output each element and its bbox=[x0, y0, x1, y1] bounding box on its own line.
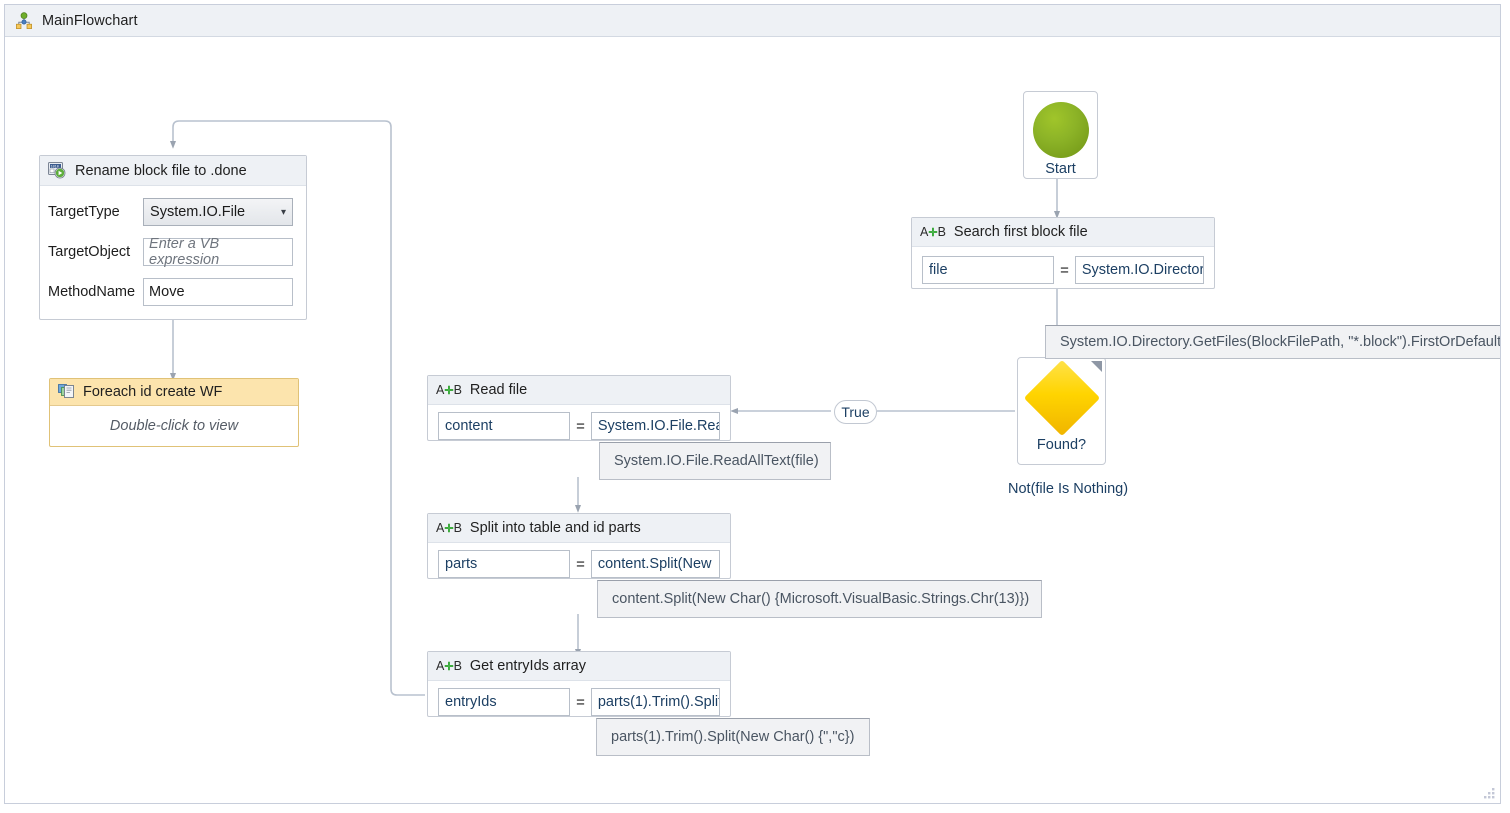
invoke-method-rename-block[interactable]: 1010 Rename block file to .done TargetTy… bbox=[39, 155, 307, 320]
assign-value-field[interactable]: System.IO.Director bbox=[1074, 256, 1204, 284]
node-title: Read file bbox=[469, 382, 528, 398]
assign-search-first-block-file[interactable]: A✛B Search first block file file = Syste… bbox=[911, 217, 1215, 289]
expression-tooltip-search: System.IO.Directory.GetFiles(BlockFilePa… bbox=[1045, 325, 1500, 359]
invoke-method-icon: 1010 bbox=[48, 162, 67, 179]
start-node[interactable]: Start bbox=[1023, 91, 1098, 179]
node-header: A✛B Get entryIds array bbox=[428, 652, 730, 681]
node-body: parts = content.Split(New bbox=[428, 543, 730, 588]
svg-text:1010: 1010 bbox=[51, 166, 59, 170]
node-body: entryIds = parts(1).Trim().Split bbox=[428, 681, 730, 726]
assign-to-field[interactable]: content bbox=[438, 412, 571, 440]
assign-equals: = bbox=[576, 693, 585, 711]
decision-condition-caption: Not(file Is Nothing) bbox=[1008, 481, 1129, 497]
foreach-workflow-icon bbox=[58, 384, 75, 400]
node-body: content = System.IO.File.Reac bbox=[428, 405, 730, 450]
node-header: A✛B Split into table and id parts bbox=[428, 514, 730, 543]
targettype-value: System.IO.File bbox=[150, 204, 246, 220]
assign-ab-icon: A✛B bbox=[920, 224, 946, 239]
start-node-label: Start bbox=[1045, 161, 1076, 177]
assign-equals: = bbox=[576, 417, 585, 435]
property-grid: TargetType System.IO.File ▾ TargetObject… bbox=[48, 198, 294, 306]
assign-to-field[interactable]: file bbox=[922, 256, 1055, 284]
assign-to-field[interactable]: entryIds bbox=[438, 688, 571, 716]
node-body: file = System.IO.Director bbox=[912, 247, 1214, 294]
assign-read-file[interactable]: A✛B Read file content = System.IO.File.R… bbox=[427, 375, 731, 441]
assign-value-field[interactable]: parts(1).Trim().Split bbox=[590, 688, 720, 716]
methodname-input[interactable]: Move bbox=[143, 278, 294, 306]
flowchart-canvas[interactable]: Start A✛B Search first block file file =… bbox=[5, 37, 1500, 803]
chevron-down-icon[interactable]: ▾ bbox=[281, 206, 287, 218]
node-body: TargetType System.IO.File ▾ TargetObject… bbox=[40, 186, 306, 318]
assign-equals: = bbox=[1060, 261, 1069, 279]
assign-to-field[interactable]: parts bbox=[438, 550, 571, 578]
expression-tooltip-entryids: parts(1).Trim().Split(New Char() {","c}) bbox=[596, 718, 870, 756]
expression-tooltip-read-file: System.IO.File.ReadAllText(file) bbox=[599, 442, 831, 480]
decision-diamond-icon bbox=[1023, 359, 1100, 437]
node-title: Split into table and id parts bbox=[469, 520, 641, 536]
targetobject-input[interactable]: Enter a VB expression bbox=[143, 236, 294, 268]
node-header: A✛B Search first block file bbox=[912, 218, 1214, 247]
breadcrumb[interactable]: MainFlowchart bbox=[5, 5, 1500, 37]
assign-value-field[interactable]: content.Split(New bbox=[590, 550, 720, 578]
breadcrumb-label: MainFlowchart bbox=[42, 12, 138, 29]
flowchart-icon bbox=[15, 11, 33, 30]
node-header: 1010 Rename block file to .done bbox=[40, 156, 306, 186]
prop-label-targettype: TargetType bbox=[48, 204, 120, 220]
designer-frame: MainFlowchart bbox=[4, 4, 1501, 804]
prop-label-methodname: MethodName bbox=[48, 284, 136, 300]
targettype-combobox[interactable]: System.IO.File ▾ bbox=[143, 198, 294, 226]
assign-ab-icon: A✛B bbox=[436, 658, 462, 673]
assign-ab-icon: A✛B bbox=[436, 520, 462, 535]
node-title: Rename block file to .done bbox=[75, 162, 247, 179]
node-title: Search first block file bbox=[953, 224, 1088, 240]
foreach-id-create-wf[interactable]: Foreach id create WF Double-click to vie… bbox=[49, 378, 299, 447]
node-title: Get entryIds array bbox=[469, 658, 586, 674]
expression-tooltip-split-parts: content.Split(New Char() {Microsoft.Visu… bbox=[597, 580, 1042, 618]
prop-label-targetobject: TargetObject bbox=[48, 244, 131, 260]
assign-equals: = bbox=[576, 555, 585, 573]
assign-split-parts[interactable]: A✛B Split into table and id parts parts … bbox=[427, 513, 731, 579]
assign-value-field[interactable]: System.IO.File.Reac bbox=[590, 412, 720, 440]
edge-label-true[interactable]: True bbox=[834, 400, 877, 424]
start-circle-icon bbox=[1032, 102, 1089, 158]
assign-get-entryids[interactable]: A✛B Get entryIds array entryIds = parts(… bbox=[427, 651, 731, 717]
foreach-title: Foreach id create WF bbox=[83, 384, 223, 400]
resize-grip-icon[interactable] bbox=[1482, 786, 1496, 800]
node-header: A✛B Read file bbox=[428, 376, 730, 405]
assign-ab-icon: A✛B bbox=[436, 382, 462, 397]
foreach-header: Foreach id create WF bbox=[50, 379, 298, 406]
decision-found[interactable]: Found? bbox=[1017, 357, 1106, 465]
collapse-corner-icon[interactable] bbox=[1091, 361, 1102, 372]
decision-label: Found? bbox=[1036, 437, 1087, 453]
foreach-placeholder[interactable]: Double-click to view bbox=[109, 418, 239, 434]
